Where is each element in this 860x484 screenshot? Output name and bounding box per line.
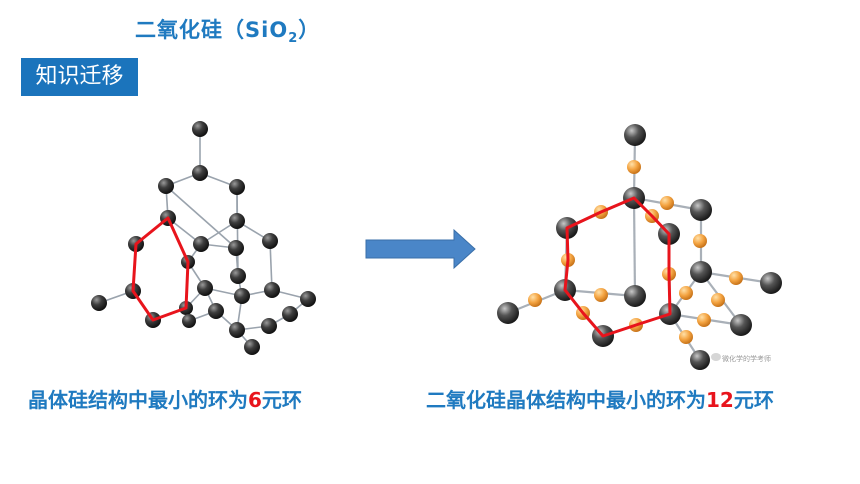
- twelve-membered-ring: [563, 196, 672, 338]
- watermark-text: 微化学的学考师: [722, 355, 771, 363]
- silicon-atoms: [91, 121, 316, 355]
- ring-size-6: 6: [248, 388, 262, 412]
- caption-silicon-dioxide: 二氧化硅晶体结构中最小的环为12元环: [426, 388, 774, 412]
- ring-size-12: 12: [706, 388, 734, 412]
- silicon-crystal-structure: [91, 121, 316, 355]
- six-membered-ring: [131, 216, 190, 322]
- watermark-icon: [711, 353, 721, 361]
- knowledge-transfer-badge: 知识迁移: [21, 58, 138, 96]
- page-title: 二氧化硅（SiO2）: [135, 18, 321, 47]
- caption-silicon: 晶体硅结构中最小的环为6元环: [28, 388, 302, 412]
- transfer-arrow: [365, 228, 476, 270]
- silicon-dioxide-structure: [497, 124, 782, 370]
- sio2-silicon-atoms: [497, 124, 782, 370]
